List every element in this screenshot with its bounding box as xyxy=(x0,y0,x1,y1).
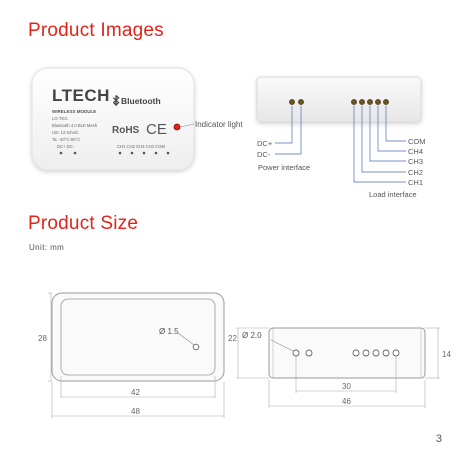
page-number: 3 xyxy=(435,433,442,445)
pin-span-value: 30 xyxy=(342,382,351,391)
rohs-mark: RoHS xyxy=(112,125,140,136)
heading-product-size: Product Size xyxy=(28,213,139,234)
unit-label: Unit: mm xyxy=(29,243,65,252)
dc-plus-label: DC+ xyxy=(257,139,273,148)
side-height-value: 22 xyxy=(228,334,237,343)
spec-line-1: WIRELESS MODULE xyxy=(52,109,96,114)
module-side-photo xyxy=(256,76,422,123)
power-pins xyxy=(289,99,304,105)
spec-line-4: Uin: 12-24Vdc xyxy=(52,130,79,135)
bluetooth-icon xyxy=(112,95,120,107)
ch4-label: CH4 xyxy=(408,147,423,156)
ch2-label: CH2 xyxy=(408,168,423,177)
ce-mark: CE xyxy=(146,121,167,138)
heading-product-images: Product Images xyxy=(28,20,164,41)
dc-terminal-labels: DC+ DC- xyxy=(57,144,75,149)
load-interface-label: Load interface xyxy=(369,190,417,199)
pin-diameter-label: Ø 2.0 xyxy=(242,331,262,340)
com-label: COM xyxy=(408,137,426,146)
spec-line-3: Bluetooth 4.0 BLE Mesh xyxy=(52,123,98,128)
outer-width-value: 48 xyxy=(131,407,140,416)
inner-width-value: 42 xyxy=(131,388,140,397)
side-width-value: 46 xyxy=(342,397,351,406)
bluetooth-wordmark: Bluetooth xyxy=(121,96,161,106)
indicator-led xyxy=(173,123,181,131)
side-dimension-drawing: Ø 2.0 22 30 46 14 xyxy=(228,327,451,408)
brand-logo: LTECH xyxy=(52,86,110,105)
indicator-hole xyxy=(192,343,200,351)
dc-minus-label: DC- xyxy=(257,150,271,159)
power-interface-label: Power interface xyxy=(258,163,310,172)
spec-line-2: LG-TKG xyxy=(52,116,68,121)
channel-terminal-labels: CH1 CH2 CH3 CH4 COM xyxy=(117,144,165,149)
thickness-value: 14 xyxy=(442,350,451,359)
front-dimension-drawing: Ø 1.5 28 42 48 xyxy=(38,292,225,418)
indicator-light-label: Indicator light xyxy=(195,120,243,129)
module-front-photo: LTECH WIRELESS MODULE LG-TKG Bluetooth 4… xyxy=(31,67,195,171)
ch1-label: CH1 xyxy=(408,178,423,187)
hole-diameter-label: Ø 1.5 xyxy=(159,327,179,336)
spec-line-5: Ta: -40°C-65°C xyxy=(52,137,80,142)
ch3-label: CH3 xyxy=(408,157,423,166)
load-pins xyxy=(351,99,389,105)
front-height-value: 28 xyxy=(38,334,47,343)
